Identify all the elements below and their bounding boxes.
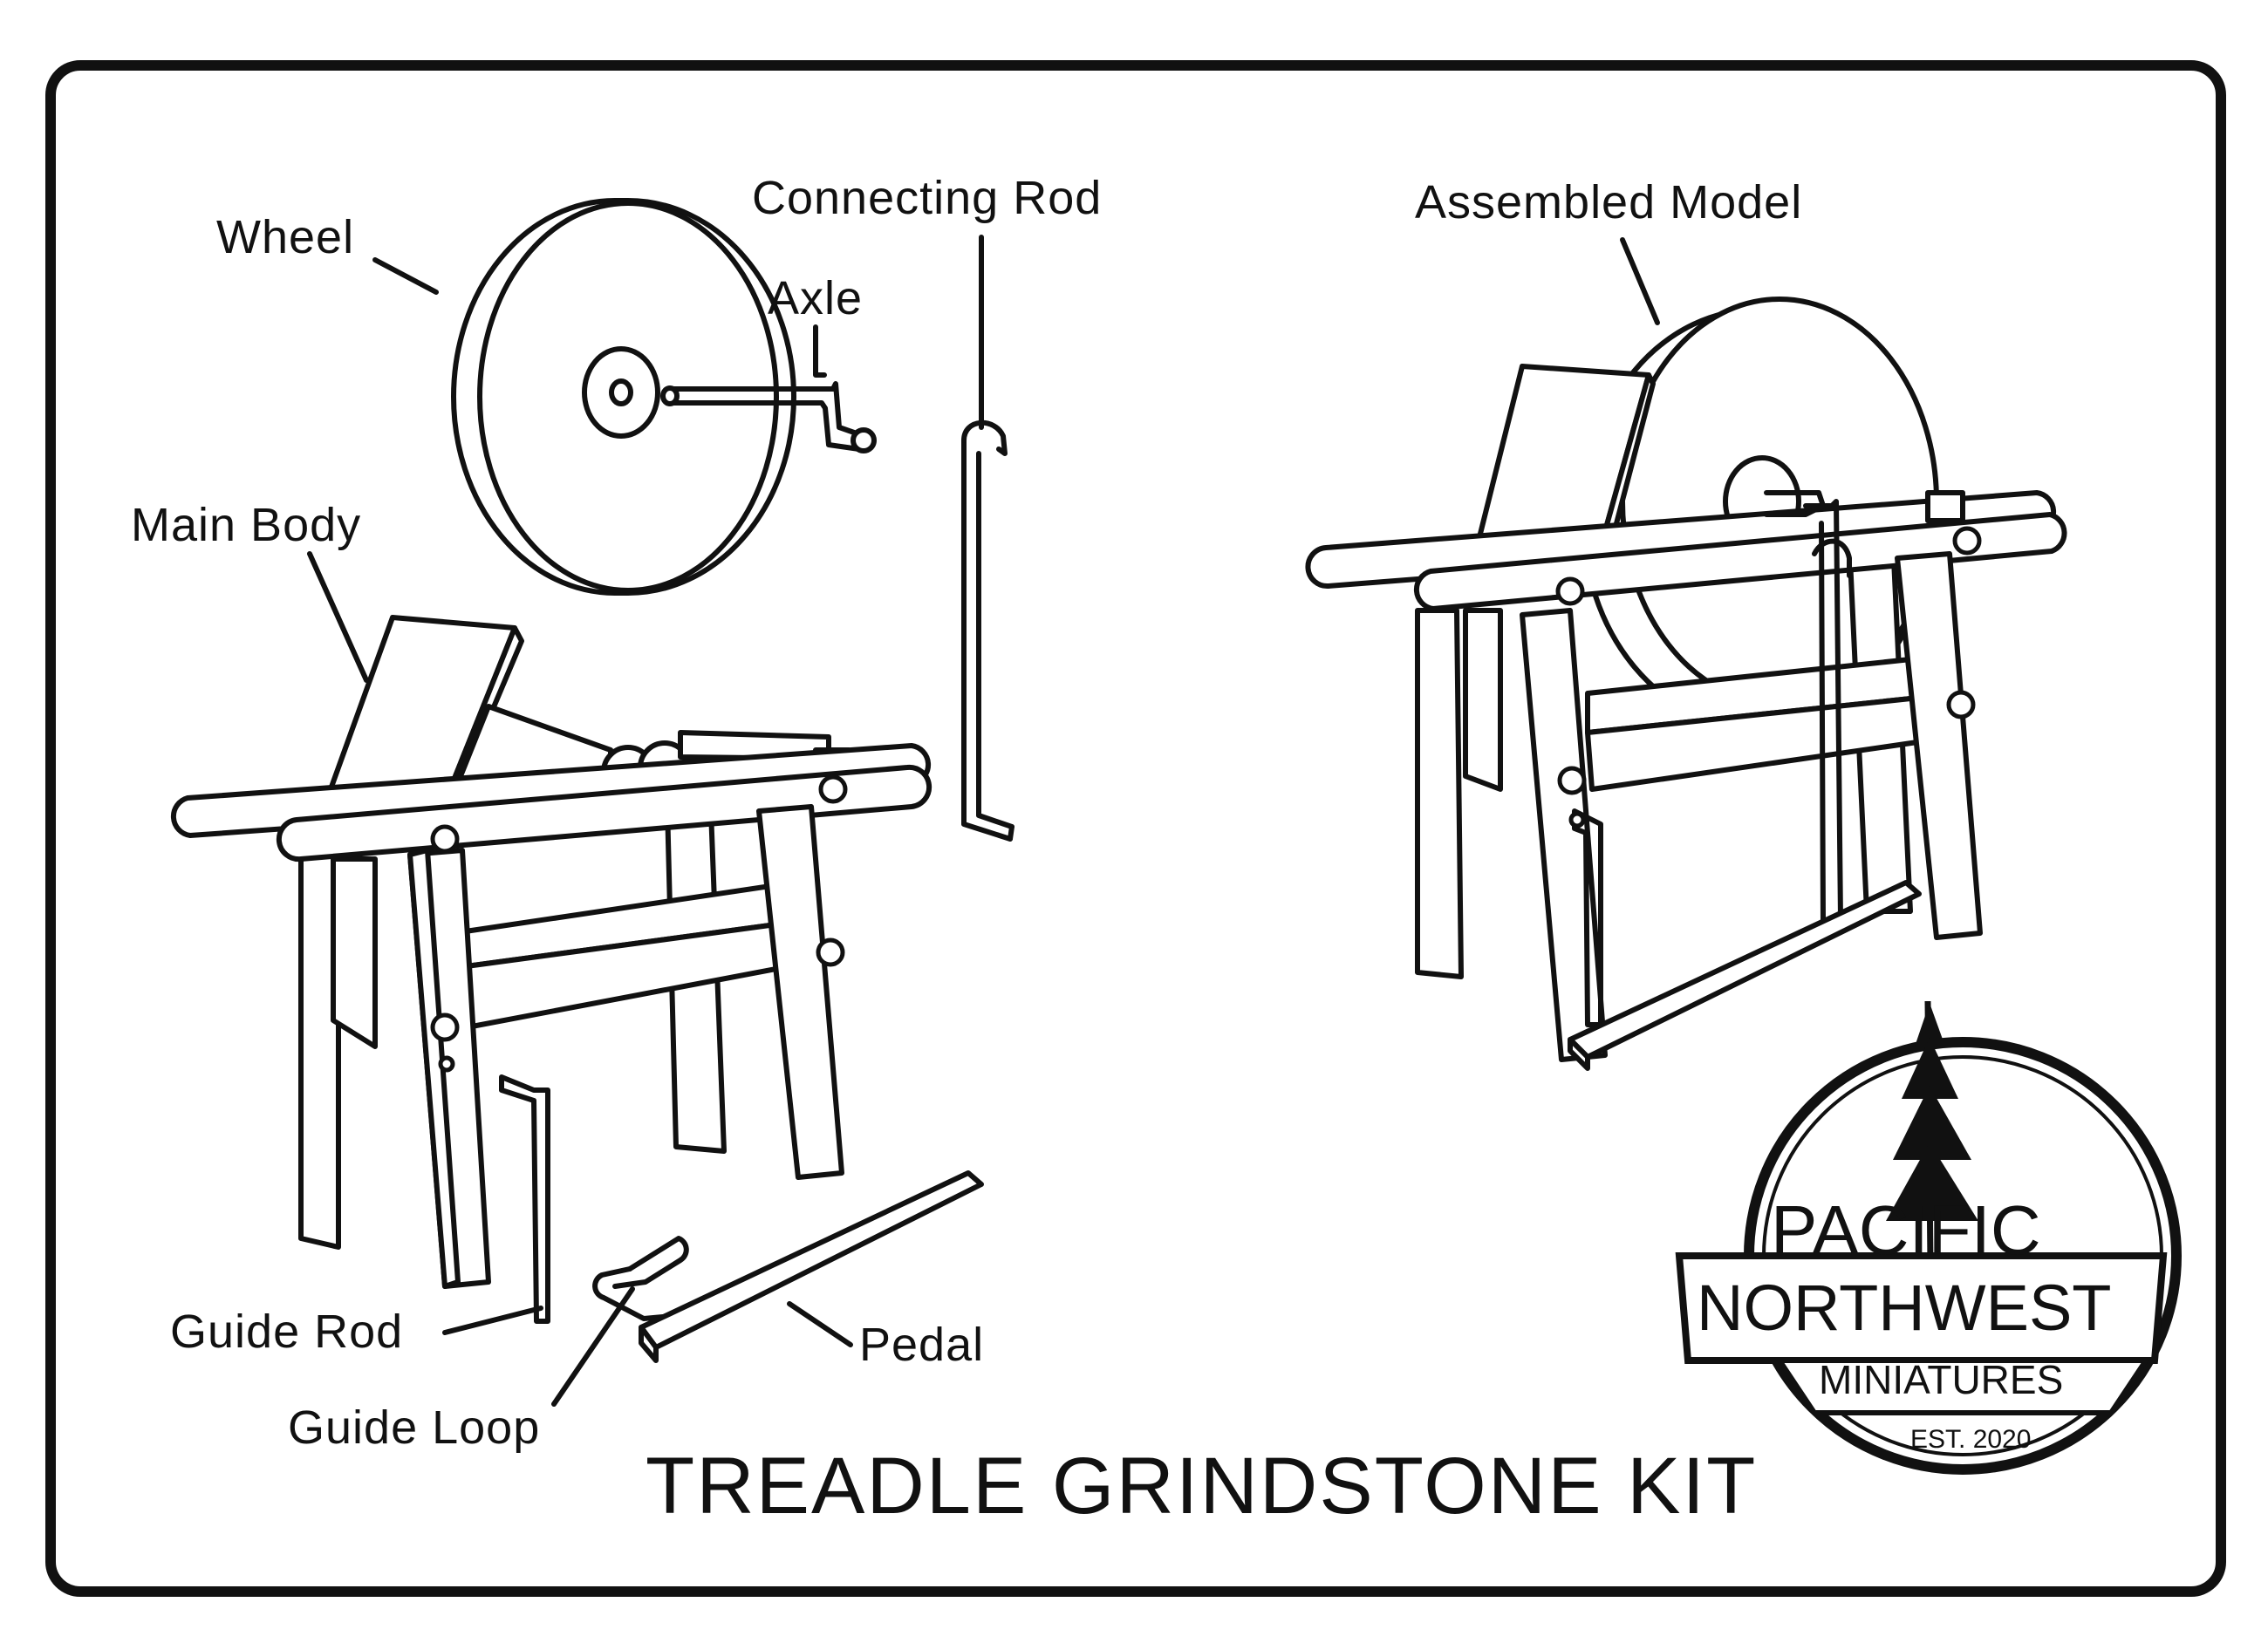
- label-guide-loop: Guide Loop: [288, 1401, 540, 1454]
- pedal-leader: [787, 1301, 853, 1347]
- label-wheel: Wheel: [216, 211, 354, 263]
- label-guide-rod: Guide Rod: [170, 1306, 403, 1358]
- guide-rod-part: [499, 1074, 550, 1324]
- label-axle: Axle: [768, 272, 863, 324]
- pedal-part: [639, 1170, 984, 1363]
- axle-part: [660, 381, 877, 453]
- assembled-model: [1305, 297, 2067, 1071]
- label-main-body: Main Body: [131, 499, 361, 551]
- label-pedal: Pedal: [859, 1319, 984, 1371]
- label-assembled-model: Assembled Model: [1415, 176, 1802, 228]
- logo-line1: PACIFIC: [1771, 1191, 2041, 1269]
- axle-leader: [813, 324, 827, 378]
- wheel-leader: [372, 257, 439, 295]
- guide-rod-leader: [442, 1306, 543, 1335]
- main-body-part: [170, 615, 932, 1289]
- assembled-model-leader: [1620, 237, 1660, 325]
- connecting-rod-part: [961, 419, 1014, 842]
- main-body-leader: [307, 551, 369, 683]
- brand-logo: PACIFIC NORTHWEST MINIATURES EST. 2020: [1675, 1000, 2182, 1475]
- guide-loop-part: [592, 1236, 689, 1321]
- guide-loop-leader: [551, 1286, 635, 1407]
- logo-line3: MINIATURES: [1819, 1357, 2063, 1402]
- label-connecting-rod: Connecting Rod: [752, 172, 1102, 224]
- page-title: TREADLE GRINDSTONE KIT: [646, 1442, 1757, 1531]
- pine-tree-icon: [1886, 1000, 1978, 1265]
- wheel-part: [451, 198, 796, 596]
- logo-line2: NORTHWEST: [1697, 1272, 2112, 1344]
- logo-established: EST. 2020: [1910, 1425, 2031, 1454]
